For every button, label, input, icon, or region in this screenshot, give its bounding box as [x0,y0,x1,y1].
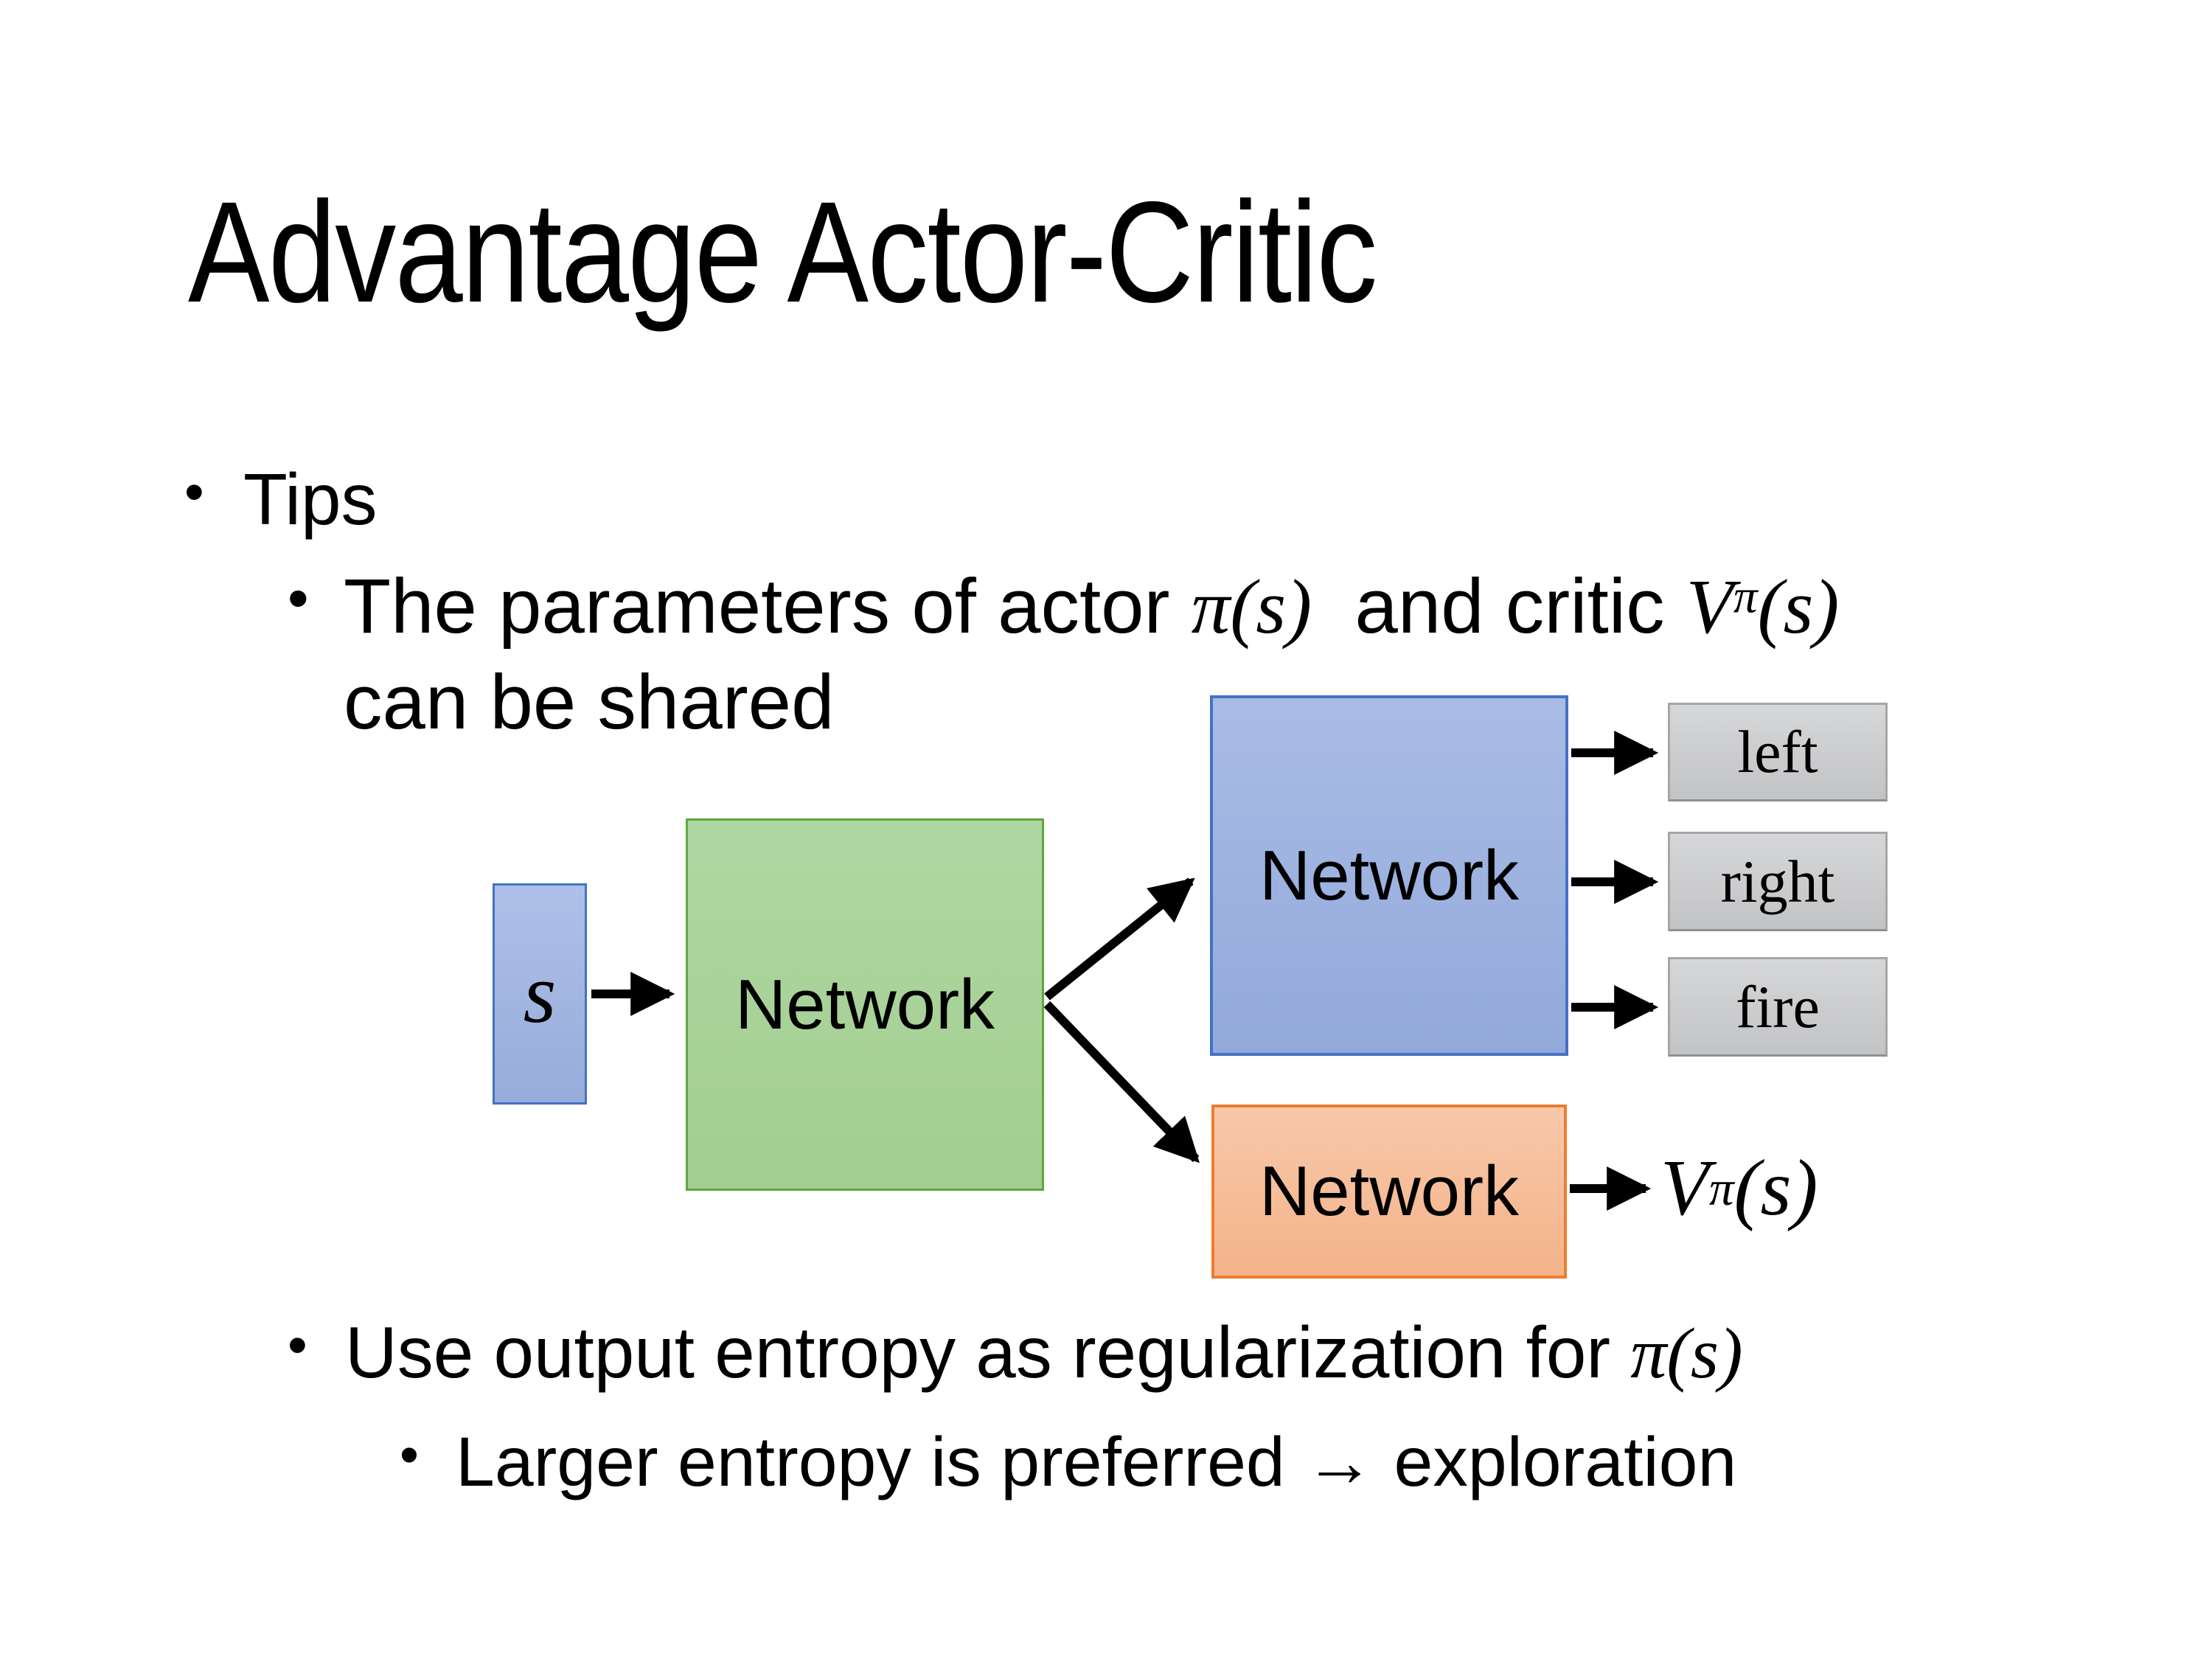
page-title: Advantage Actor-Critic [188,172,1377,333]
bullet-tips: • Tips [184,456,378,543]
bullet-shared-params-line2-text: can be shared [344,659,835,745]
actor-network-label: Network [1259,835,1520,915]
bullet-icon: • [400,1423,419,1485]
critic-network-box: Network [1211,1105,1567,1279]
bullet-entropy-text: Use output entropy as regularization for [345,1312,1631,1393]
shared-network-box: Network [686,818,1044,1191]
math-v-args: (s) [1757,563,1840,650]
bullet-shared-params-line2: can be shared [344,656,834,749]
math-v-sup-pi: π [1733,570,1758,624]
state-input-box: s [493,883,587,1105]
math-value-base: V [1660,1144,1709,1232]
math-value-sup-pi: π [1708,1161,1734,1216]
critic-network-label: Network [1259,1152,1520,1231]
bullet-icon: • [184,461,204,524]
action-left-label: left [1737,718,1818,785]
arrow-shared-to-critic [1043,1001,1200,1164]
action-right-box: right [1668,832,1888,931]
math-v-base: V [1686,563,1733,650]
bullet-larger-entropy: • Larger entropy is preferred → explorat… [400,1420,1737,1504]
math-pi-s: π(s) [1630,1314,1743,1394]
actor-network-box: Network [1210,695,1568,1056]
action-fire-label: fire [1736,973,1820,1040]
action-fire-box: fire [1668,957,1888,1057]
shared-network-label: Network [734,964,995,1044]
math-pi-s: π(s) [1191,563,1312,650]
bullet-larger-entropy-text: Larger entropy is preferred → exploratio… [456,1423,1737,1501]
bullet-shared-params-text: The parameters of actor [344,563,1192,650]
action-left-box: left [1668,703,1888,801]
bullet-shared-params-line1: • The parameters of actor π(s) and criti… [288,560,1840,653]
bullet-icon: • [288,1314,307,1377]
bullet-icon: • [288,565,309,633]
bullet-tips-label: Tips [243,459,378,540]
math-value-args: (s) [1733,1144,1818,1232]
bullet-entropy-regularization: • Use output entropy as regularization f… [288,1310,1743,1398]
bullet-shared-params-mid: and critic [1312,563,1686,650]
action-right-label: right [1720,847,1835,915]
arrow-shared-to-actor [1044,877,1195,1001]
state-label: s [523,947,557,1040]
